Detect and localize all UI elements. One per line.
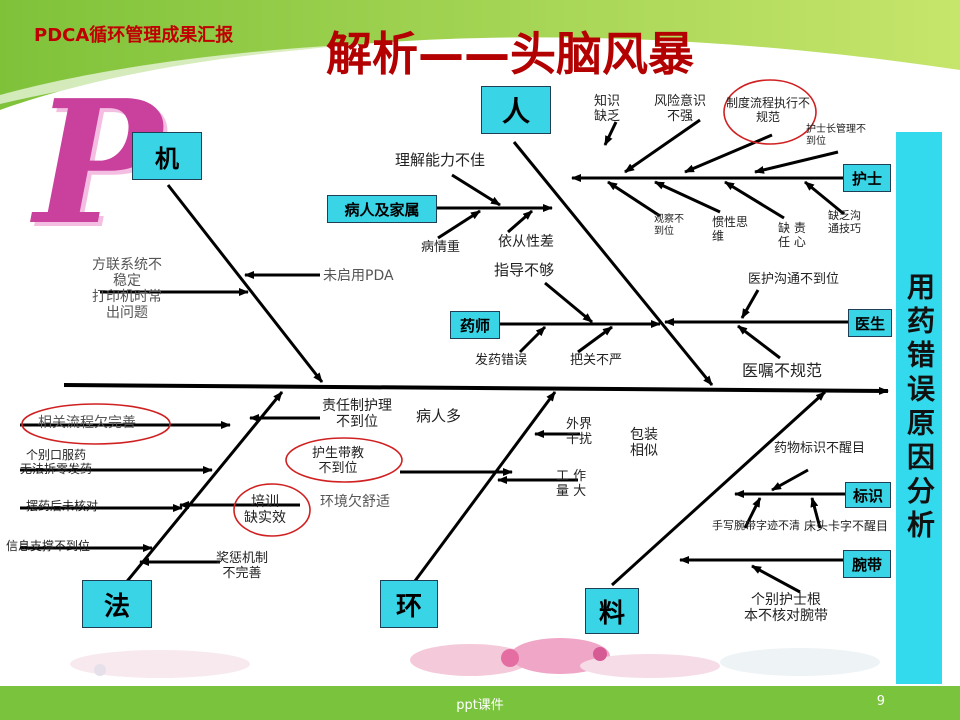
header-background bbox=[0, 0, 960, 110]
cause-orders: 医嘱不规范 bbox=[742, 361, 823, 380]
cause-observe: 观察不 到位 bbox=[654, 214, 684, 237]
category-wristband: 腕带 bbox=[843, 550, 891, 578]
cause-pda: 未启用PDA bbox=[323, 268, 394, 284]
category-label: 标识 bbox=[845, 482, 891, 508]
bone-liao bbox=[610, 390, 827, 587]
flower-decoration bbox=[70, 638, 880, 678]
cause-doc-nurse-comm: 医护沟通不到位 bbox=[748, 272, 840, 287]
cause-process-exec: 制度流程执行不 规范 bbox=[726, 96, 811, 124]
footer-text: ppt课件 bbox=[456, 698, 504, 713]
cause-external: 外界 干扰 bbox=[566, 417, 593, 447]
effect-box: 用药错误原因分析 bbox=[896, 132, 942, 684]
highlight-process bbox=[723, 79, 817, 145]
page-number: 9 bbox=[876, 694, 885, 709]
cause-compliance: 依从性差 bbox=[498, 234, 554, 250]
highlight-process-lacking bbox=[21, 403, 171, 445]
cause-reward: 奖惩机制 不完善 bbox=[216, 551, 269, 581]
cause-env: 环境欠舒适 bbox=[320, 494, 390, 510]
cause-head-nurse: 护士长管理不 到位 bbox=[806, 124, 866, 147]
main-spine bbox=[63, 383, 889, 395]
bone-ji bbox=[166, 184, 324, 383]
category-fa: 法 bbox=[82, 580, 152, 628]
bone-fa bbox=[122, 391, 284, 586]
category-liao: 料 bbox=[585, 588, 639, 634]
cause-drug-label: 药物标识不醒目 bbox=[774, 441, 866, 456]
cause-check: 把关不严 bbox=[570, 353, 623, 368]
category-doctor: 医生 bbox=[848, 309, 892, 337]
cause-handwrite: 手写腕带字迹不清 bbox=[712, 519, 800, 532]
cause-system: 方联系统不 稳定 打印机时常 出问题 bbox=[92, 257, 162, 322]
cause-severe: 病情重 bbox=[421, 240, 461, 255]
cause-process-lacking: 相关流程欠完善 bbox=[38, 415, 136, 431]
cause-training: 培训 缺实效 bbox=[244, 494, 286, 527]
cause-knowledge: 知识 缺乏 bbox=[594, 94, 621, 124]
cause-not-checked: 摆药后未核对 bbox=[26, 499, 99, 513]
category-ren: 人 bbox=[481, 86, 551, 134]
cause-bed-card: 床头卡字不醒目 bbox=[804, 519, 889, 533]
cause-dispensing: 发药错误 bbox=[475, 353, 528, 368]
effect-text: 用药错误原因分析 bbox=[903, 272, 936, 544]
cause-not-verify: 个别护士根 本不核对腕带 bbox=[744, 592, 828, 625]
footer: ppt课件 9 bbox=[0, 686, 960, 720]
cause-workload: 工 作 量 大 bbox=[556, 469, 587, 499]
slide-title: 解析——头脑风暴 bbox=[326, 27, 694, 81]
highlight-training bbox=[233, 483, 311, 537]
category-ji: 机 bbox=[132, 132, 202, 180]
category-patient-family: 病人及家属 bbox=[327, 195, 437, 223]
cause-patients: 病人多 bbox=[416, 407, 462, 425]
cause-accountability: 责任制护理 不到位 bbox=[322, 398, 392, 431]
cause-inertia: 惯性思 维 bbox=[712, 215, 749, 243]
category-huan: 环 bbox=[380, 580, 438, 628]
cause-understanding: 理解能力不佳 bbox=[395, 151, 486, 169]
highlight-escort bbox=[285, 437, 403, 483]
cause-risk: 风险意识 不强 bbox=[654, 94, 707, 124]
cause-escort: 护生带教 不到位 bbox=[312, 446, 365, 476]
category-pharmacist: 药师 bbox=[450, 311, 500, 339]
category-nurse: 护士 bbox=[843, 164, 891, 192]
cause-guidance: 指导不够 bbox=[494, 261, 555, 279]
cause-oral: 个别口服药 无法拆零发药 bbox=[20, 448, 93, 476]
presentation-subtitle: PDCA循环管理成果汇报 bbox=[34, 25, 234, 46]
bone-ren bbox=[512, 141, 714, 386]
cause-info-support: 信息支撑不到位 bbox=[6, 539, 91, 553]
cause-packaging: 包装 相似 bbox=[630, 427, 658, 460]
bone-huan bbox=[410, 391, 557, 586]
cause-responsibility: 缺 责 任 心 bbox=[778, 221, 806, 249]
cause-communication-skill: 缺乏沟 通技巧 bbox=[828, 209, 861, 235]
